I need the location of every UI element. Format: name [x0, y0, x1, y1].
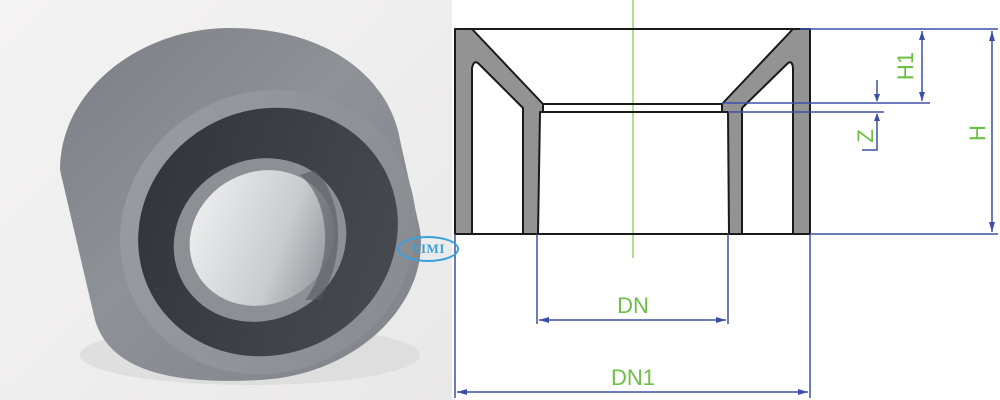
dimension-label-z: Z	[853, 129, 878, 142]
dimension-label-dn: DN	[617, 293, 649, 318]
dimension-label-h: H	[965, 125, 990, 141]
dimension-label-h1: H1	[893, 52, 918, 80]
dimension-lines	[454, 28, 998, 398]
product-photo	[0, 0, 452, 400]
watermark-text: VIMI	[411, 241, 445, 256]
dimension-arrowheads	[457, 31, 995, 395]
vimi-watermark-logo: VIMI	[397, 236, 459, 262]
pvc-reducer-photo	[60, 28, 421, 385]
right-wall-section	[721, 28, 811, 235]
dimension-label-dn1: DN1	[611, 365, 655, 390]
left-wall-section	[454, 28, 544, 235]
